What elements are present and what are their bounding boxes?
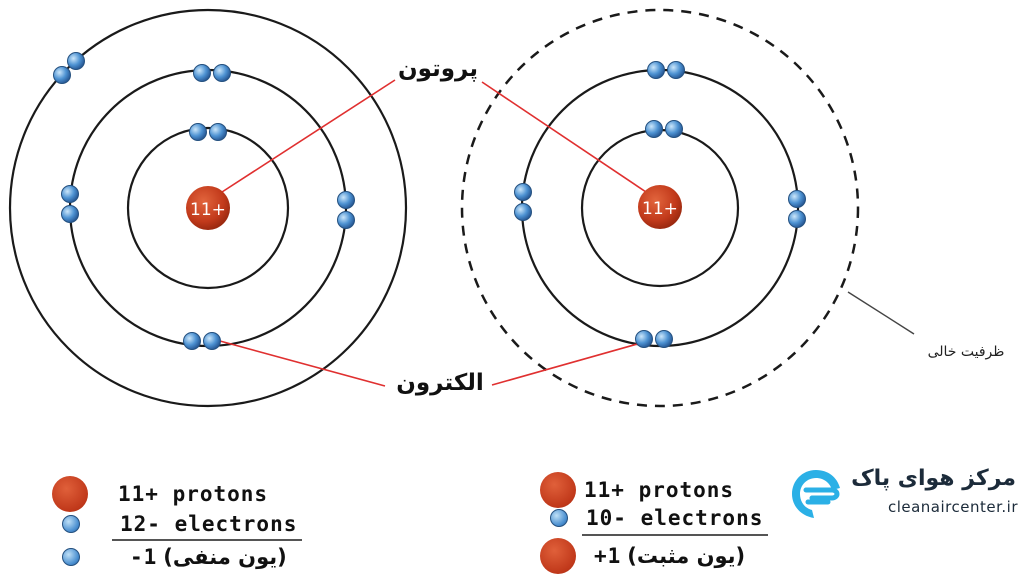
right-nucleus-charge: 11+ [642,199,678,219]
proton-pointer-left [221,79,396,193]
electron-left-middle-right-2 [337,211,355,229]
proton-label: پروتون [398,56,478,82]
electron-left-inner-top-1 [189,123,207,141]
proton-pointer-right [481,81,653,197]
right-legend-protons-row: 11+ protons [540,472,734,508]
left-orbit-outer [8,8,408,408]
electron-right-middle-bottom-1 [635,330,653,348]
vacancy-label: ظرفیت خالی [928,344,1005,360]
left-nucleus-charge: 11+ [190,200,226,220]
right-orbit-vacant [460,8,860,408]
proton-legend-icon-right-2 [540,538,576,574]
electron-right-inner-top-2 [665,120,683,138]
electron-left-middle-left-1 [61,185,79,203]
electron-left-outer-topleft-2 [67,52,85,70]
logo-url: cleanaircenter.ir [887,498,1018,516]
electron-legend-icon-2 [62,548,80,566]
wind-logo-icon [792,470,840,518]
left-legend-electrons-row: 12- electrons [62,512,297,536]
vacancy-pointer [847,291,915,335]
left-legend-rule [112,539,302,541]
electron-right-middle-right-2 [788,210,806,228]
electron-legend-icon [62,515,80,533]
electron-legend-icon-right [550,509,568,527]
electron-left-inner-top-2 [209,123,227,141]
right-legend-electrons: 10- electrons [586,506,764,530]
right-legend-ion: (یون مثبت) [627,544,746,568]
proton-legend-icon-right [540,472,576,508]
left-legend-charge: -1 [130,545,158,569]
left-legend-ion-row: -1 (یون منفی) [62,545,287,569]
logo-box [780,458,1024,528]
right-legend-protons: 11+ protons [584,478,735,502]
electron-left-middle-top-1 [193,64,211,82]
electron-group [53,52,806,350]
left-legend-protons-row: 11+ protons [52,476,268,512]
electron-right-middle-left-1 [514,183,532,201]
electron-pointer-left [219,340,386,387]
logo-title: مرکز هوای پاک [851,466,1016,491]
electron-right-middle-bottom-2 [655,330,673,348]
electron-left-middle-bottom-2 [203,332,221,350]
electron-left-middle-right-1 [337,191,355,209]
right-nucleus: 11+ [638,185,682,229]
electron-pointer-right [491,340,649,386]
electron-right-middle-top-1 [647,61,665,79]
right-legend-electrons-row: 10- electrons [550,506,763,530]
right-legend-ion-row: +1 (یون مثبت) [540,538,745,574]
left-legend-ion: (یون منفی) [163,545,287,569]
electron-left-middle-left-2 [61,205,79,223]
electron-left-middle-top-2 [213,64,231,82]
electron-label: الکترون [396,370,484,396]
electron-left-outer-topleft-1 [53,66,71,84]
left-orbit-inner [126,126,290,290]
electron-right-middle-right-1 [788,190,806,208]
right-legend-charge: +1 [594,544,622,568]
left-nucleus: 11+ [186,186,230,230]
left-legend-protons: 11+ protons [118,482,269,506]
left-legend-electrons: 12- electrons [120,512,298,536]
electron-right-middle-top-2 [667,61,685,79]
right-legend-rule [582,534,768,536]
electron-right-inner-top-1 [645,120,663,138]
proton-legend-icon [52,476,88,512]
electron-left-middle-bottom-1 [183,332,201,350]
electron-right-middle-left-2 [514,203,532,221]
